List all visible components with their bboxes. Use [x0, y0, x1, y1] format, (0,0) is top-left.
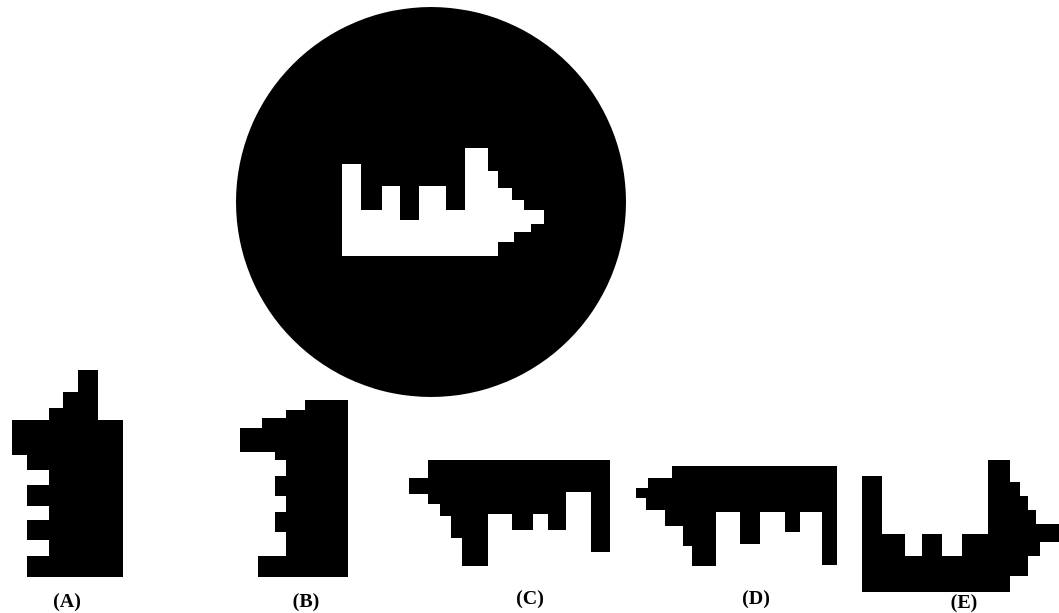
option-a[interactable]: (A) — [12, 370, 123, 612]
option-c[interactable]: (C) — [409, 460, 610, 609]
option-b[interactable]: (B) — [240, 400, 348, 612]
reference-figure — [236, 7, 626, 397]
option-d[interactable]: (D) — [636, 466, 837, 609]
option-a-shape — [12, 370, 123, 577]
option-e-shape — [862, 460, 1059, 592]
reference-cutout-shape — [342, 148, 544, 256]
option-c-label: (C) — [516, 587, 544, 609]
option-c-shape — [409, 460, 610, 566]
option-b-shape — [240, 400, 348, 577]
option-a-label: (A) — [53, 590, 81, 612]
option-d-shape — [636, 466, 837, 566]
option-b-label: (B) — [293, 590, 320, 612]
option-e[interactable]: (E) — [862, 460, 1059, 613]
option-d-label: (D) — [742, 587, 770, 609]
option-e-label: (E) — [951, 591, 978, 613]
